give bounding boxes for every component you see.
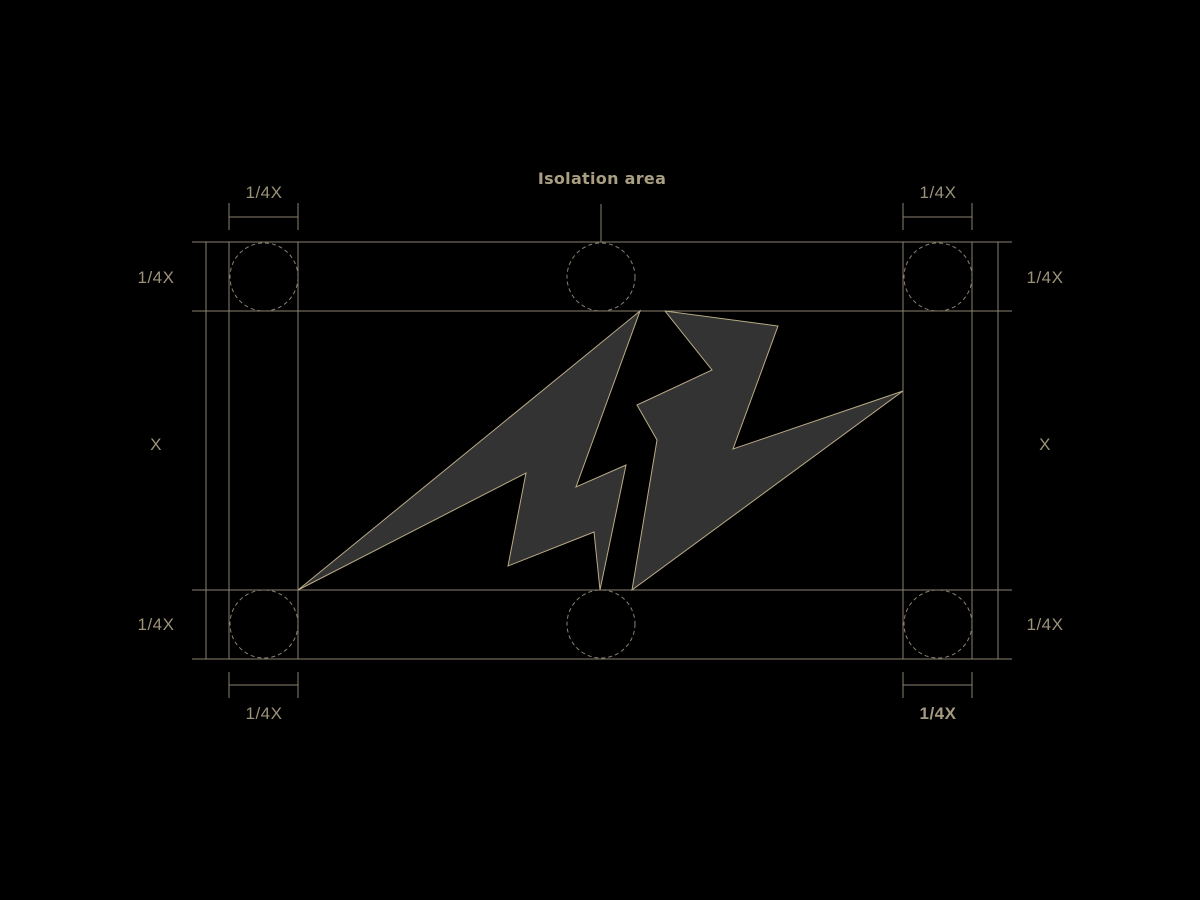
bottom-left-label: 1/4X xyxy=(246,704,283,723)
top-right-dimension xyxy=(902,203,973,230)
dashed-circle-icon xyxy=(229,589,299,659)
left-bottom-label: 1/4X xyxy=(138,615,175,634)
dashed-circle-icon xyxy=(566,242,636,312)
right-bottom-label: 1/4X xyxy=(1027,615,1064,634)
left-middle-label: X xyxy=(150,435,162,454)
outer-isolation-boundary xyxy=(228,241,973,660)
diagram-title: Isolation area xyxy=(538,169,666,188)
right-top-label: 1/4X xyxy=(1027,268,1064,287)
bottom-right-dimension xyxy=(902,672,973,698)
dashed-circle-icon xyxy=(903,242,973,312)
top-left-label: 1/4X xyxy=(246,183,283,202)
dashed-circle-icon xyxy=(566,589,636,659)
right-middle-label: X xyxy=(1039,435,1051,454)
bottom-left-dimension xyxy=(228,672,299,698)
top-right-label: 1/4X xyxy=(920,183,957,202)
left-top-label: 1/4X xyxy=(138,268,175,287)
left-bolt-shape xyxy=(297,309,642,591)
top-left-dimension xyxy=(228,203,299,230)
dashed-circle-icon xyxy=(903,589,973,659)
lightning-bolt-logo-icon xyxy=(297,309,904,592)
dashed-circle-icon xyxy=(229,242,299,312)
bottom-right-label: 1/4X xyxy=(920,704,957,723)
right-bolt-shape xyxy=(631,310,904,592)
